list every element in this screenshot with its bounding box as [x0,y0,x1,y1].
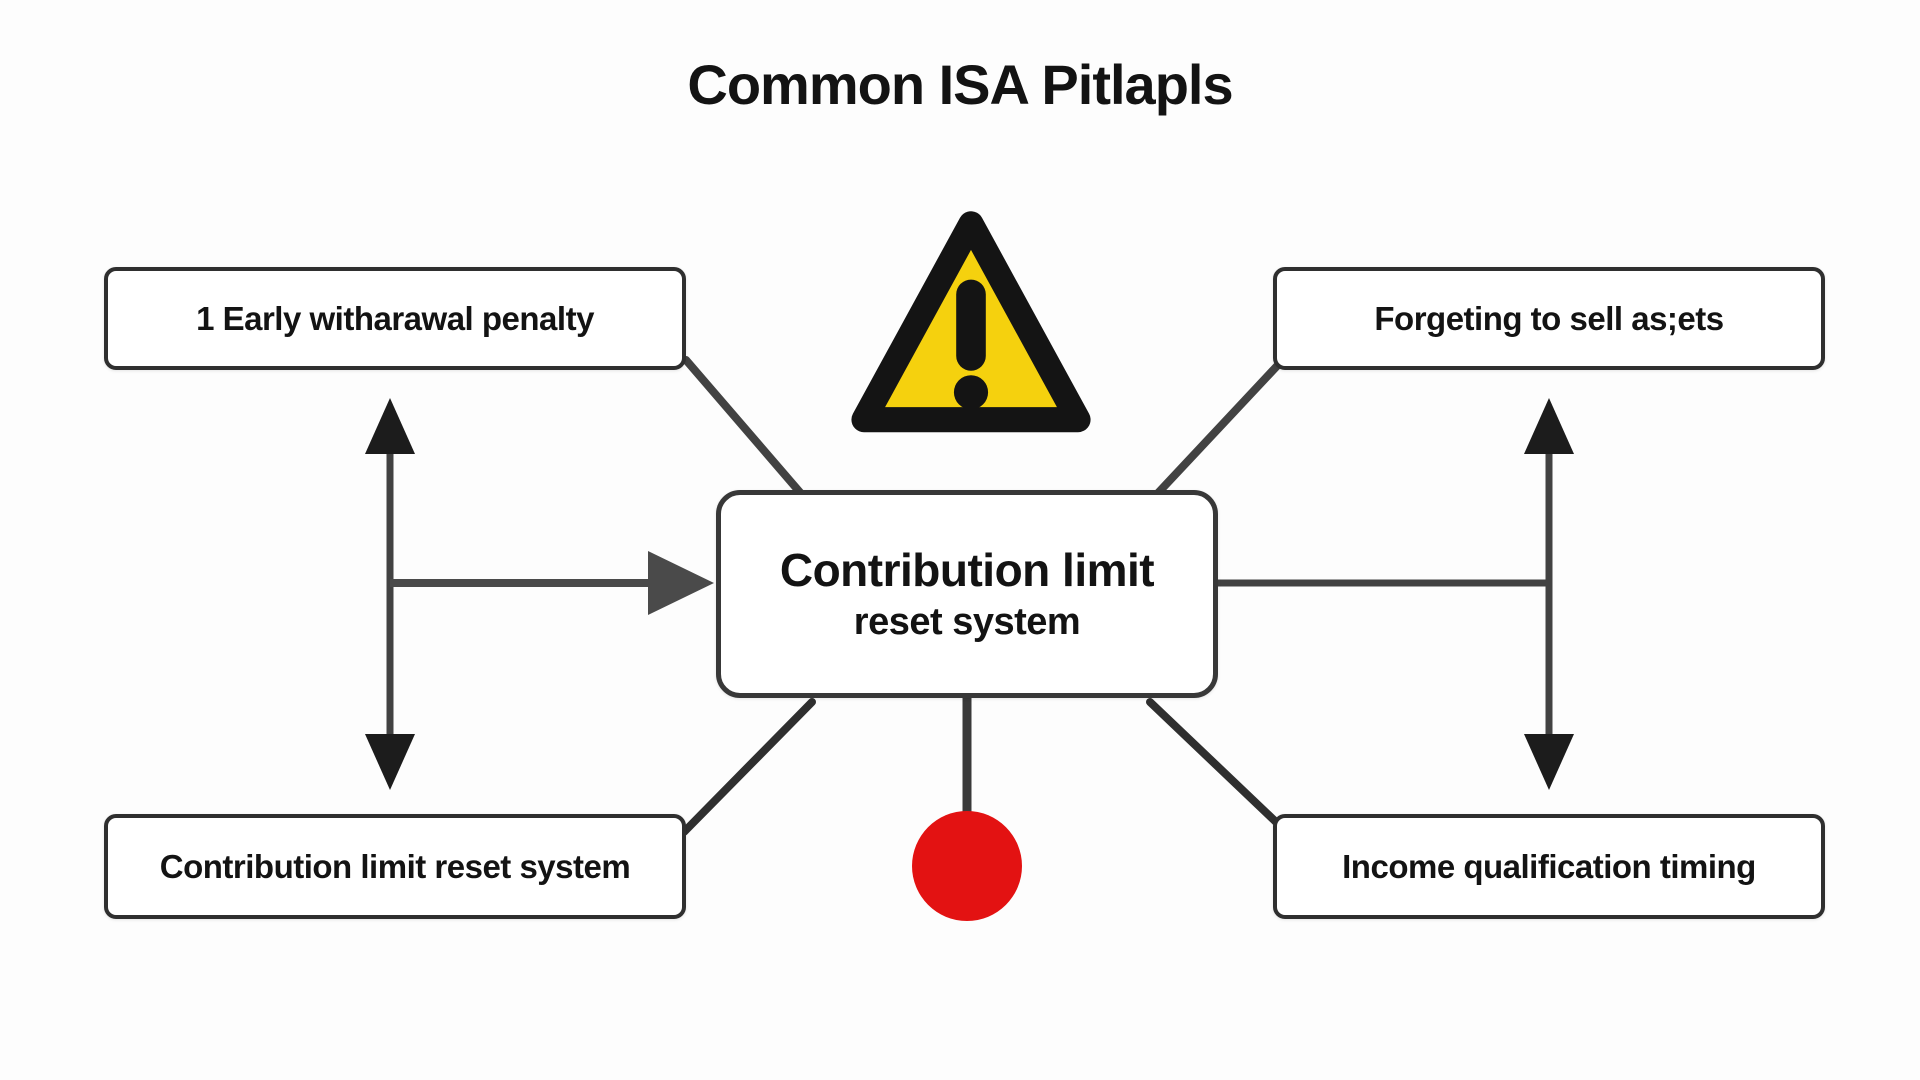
node-early-withdrawal-penalty: 1 Early witharawal penalty [104,267,686,370]
exclamation-dot [953,375,989,410]
node-contribution-limit-reset: Contribution limit reset system [104,814,686,919]
node-label: Income qualification timing [1342,847,1756,885]
center-left-arrow [390,551,714,615]
node-label: Contribution limit reset system [159,847,631,885]
warning-triangle-icon [851,211,1091,433]
node-label: Forgeting to sell as;ets [1374,299,1724,337]
arrowhead-down-icon [365,734,415,790]
arrowhead-up-icon [1524,398,1574,454]
left-double-arrow [365,398,415,790]
right-double-arrow [1524,398,1574,790]
center-node-subtitle: reset system [853,601,1081,643]
arrowhead-up-icon [365,398,415,454]
arrowhead-right-icon [648,551,714,615]
red-circle-icon [912,811,1022,921]
page-title: Common ISA Pitlapls [687,53,1233,116]
arrowhead-down-icon [1524,734,1574,790]
diagonal-bottom-left [680,698,816,836]
center-node-title: Contribution limit [779,544,1155,596]
node-income-qualification-timing: Income qualification timing [1273,814,1825,919]
node-center-contribution-limit: Contribution limit reset system [716,490,1218,698]
node-forgetting-to-sell-assets: Forgeting to sell as;ets [1273,267,1825,370]
node-label: 1 Early witharawal penalty [196,299,594,337]
diagonal-top-left [682,356,808,501]
diagonal-top-right [1154,362,1281,497]
diagonal-bottom-right [1146,698,1280,826]
